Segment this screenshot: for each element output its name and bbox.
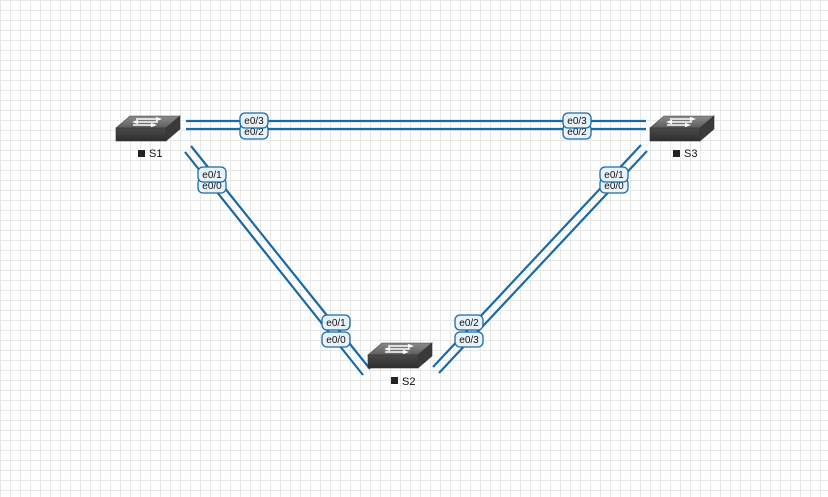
- svg-text:e0/3: e0/3: [459, 335, 479, 346]
- port-tag-s1-e0-1[interactable]: e0/1: [197, 166, 227, 183]
- svg-text:e0/2: e0/2: [567, 127, 587, 138]
- svg-text:e0/1: e0/1: [604, 170, 624, 181]
- node-s1[interactable]: S1: [115, 115, 181, 160]
- port-tag-s2-e0-1[interactable]: e0/1: [321, 314, 351, 331]
- svg-text:e0/1: e0/1: [326, 318, 346, 329]
- switch-icon: [649, 115, 715, 142]
- svg-text:e0/2: e0/2: [244, 127, 264, 138]
- node-status-indicator: [138, 150, 145, 157]
- node-status-indicator: [673, 150, 680, 157]
- node-label: S1: [149, 148, 162, 160]
- port-tag-s2-e0-2[interactable]: e0/2: [454, 314, 484, 331]
- links-layer: [184, 119, 648, 376]
- port-tag-s2-e0-0[interactable]: e0/0: [321, 331, 351, 348]
- switch-icon: [367, 342, 433, 369]
- svg-text:e0/2: e0/2: [459, 318, 479, 329]
- node-status-indicator: [391, 377, 398, 384]
- svg-text:e0/3: e0/3: [567, 116, 587, 127]
- node-label: S2: [402, 376, 415, 388]
- port-tag-s1-e0-3[interactable]: e0/3: [239, 112, 269, 129]
- svg-text:e0/0: e0/0: [326, 335, 346, 346]
- node-s2[interactable]: S2: [367, 342, 433, 388]
- node-s3[interactable]: S3: [649, 115, 715, 160]
- svg-text:e0/1: e0/1: [202, 170, 222, 181]
- svg-text:e0/3: e0/3: [244, 116, 264, 127]
- svg-text:e0/0: e0/0: [202, 181, 222, 192]
- switch-icon: [115, 115, 181, 142]
- port-tag-s3-e0-3[interactable]: e0/3: [562, 112, 592, 129]
- port-tag-s3-e0-1[interactable]: e0/1: [599, 166, 629, 183]
- port-tags-layer: e0/2 e0/3 e0/2 e0/3 e0/0 e0/1 e0/1: [197, 112, 629, 348]
- port-tag-s2-e0-3[interactable]: e0/3: [454, 331, 484, 348]
- svg-text:e0/0: e0/0: [604, 181, 624, 192]
- node-label: S3: [684, 148, 697, 160]
